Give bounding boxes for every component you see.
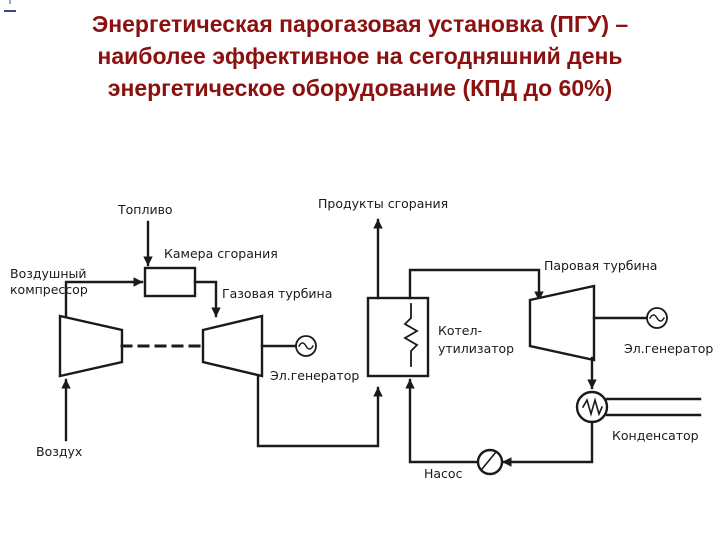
condenser-coil-icon xyxy=(575,390,609,424)
label-condenser: Конденсатор xyxy=(612,428,699,443)
title-line-2: наиболее эффективное на сегодняшний день xyxy=(97,43,623,69)
label-boiler-1: Котел- xyxy=(438,323,482,338)
label-generator-gas: Эл.генератор xyxy=(270,368,359,383)
label-air: Воздух xyxy=(36,444,82,459)
chamber-to-turbine-line xyxy=(193,280,221,318)
label-combustion-chamber: Камера сгорания xyxy=(164,246,278,261)
slide-title: Энергетическая парогазовая установка (ПГ… xyxy=(10,8,710,104)
label-air-compressor-2: компрессор xyxy=(10,282,88,297)
waste-heat-boiler xyxy=(366,296,430,378)
turbine-exhaust-line xyxy=(256,374,383,448)
label-air-compressor-1: Воздушный xyxy=(10,266,87,281)
generator-icon xyxy=(295,335,317,357)
steam-to-turbine-line xyxy=(408,268,544,302)
label-generator-steam: Эл.генератор xyxy=(624,341,713,356)
label-pump: Насос xyxy=(424,466,463,481)
label-gas-turbine: Газовая турбина xyxy=(222,286,332,301)
steam-turbine xyxy=(528,284,596,362)
gas-turbine xyxy=(201,314,264,378)
slide-corner-mark xyxy=(2,0,18,14)
pump-icon xyxy=(476,448,504,476)
label-steam-turbine: Паровая турбина xyxy=(544,258,657,273)
combustion-chamber xyxy=(143,266,197,298)
pump-to-boiler-line xyxy=(405,378,479,464)
label-fuel: Топливо xyxy=(117,202,173,217)
air-compressor xyxy=(58,314,124,378)
compressor-to-chamber-line xyxy=(64,277,144,318)
label-boiler-2: утилизатор xyxy=(438,341,514,356)
title-line-3: энергетическое оборудование (КПД до 60%) xyxy=(107,75,613,101)
label-exhaust: Продукты сгорания xyxy=(318,196,448,211)
generator-icon xyxy=(646,307,668,329)
condenser-to-pump-line xyxy=(501,420,594,467)
heat-exchanger-coil-icon xyxy=(403,303,419,367)
title-line-1: Энергетическая парогазовая установка (ПГ… xyxy=(91,11,629,37)
